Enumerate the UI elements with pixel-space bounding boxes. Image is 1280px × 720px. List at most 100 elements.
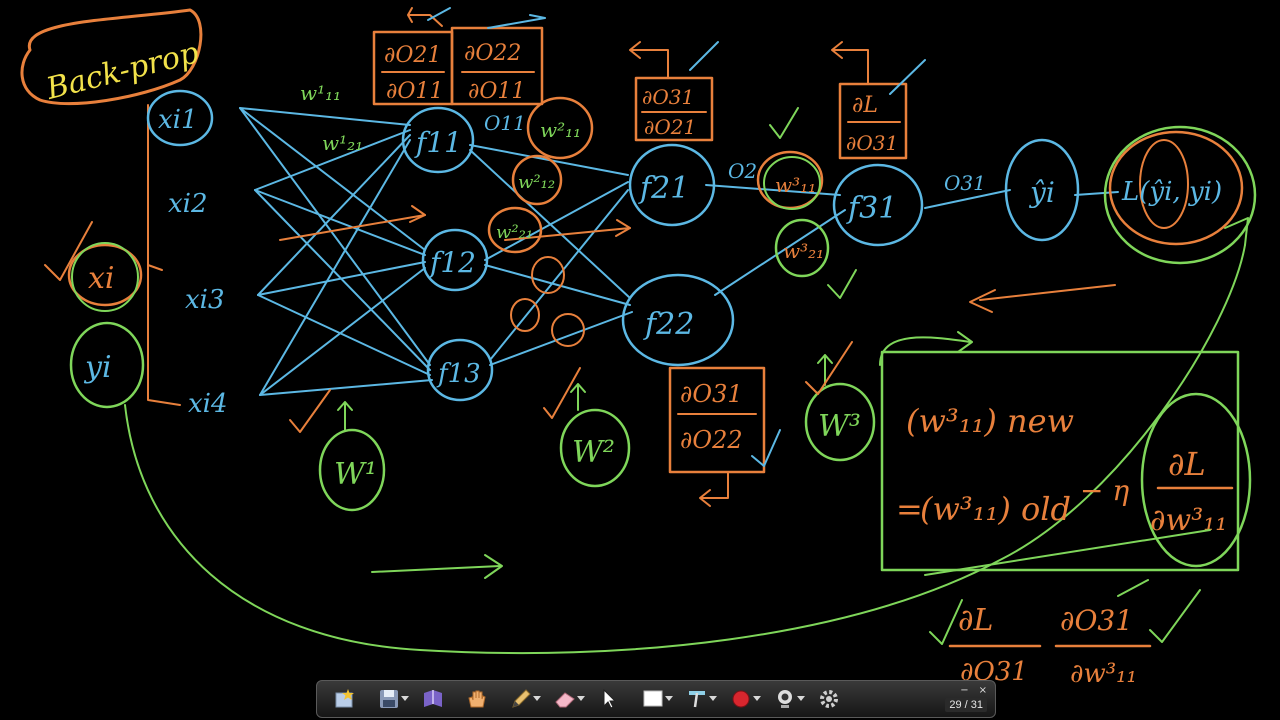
loss-expression: L(ŷi, yi): [1121, 177, 1222, 207]
tool-hand[interactable]: [457, 684, 497, 714]
prediction-node: [1004, 138, 1080, 242]
chain-rule-t1-num: ∂L: [958, 603, 993, 638]
tool-save[interactable]: [369, 684, 409, 714]
sample-x-node: [67, 243, 143, 307]
chain-rule-t2-num: ∂O31: [1060, 604, 1133, 637]
tool-star[interactable]: [325, 684, 365, 714]
forward-arrow-head: [484, 554, 503, 579]
check-mark: [827, 269, 857, 299]
deriv-box-o22-o11: [450, 26, 544, 106]
tool-record[interactable]: [721, 684, 761, 714]
weight-w2-11: w²₁₁: [540, 118, 581, 142]
tool-pointer[interactable]: [589, 684, 629, 714]
tool-screen[interactable]: [633, 684, 673, 714]
check-mark: [1117, 579, 1149, 597]
weight-matrix-W2: [559, 408, 631, 488]
highlighter-icon: [689, 691, 705, 708]
weight-w3-21: w³₂₁: [783, 239, 824, 263]
page-indicator: 29 / 31: [945, 698, 987, 712]
toolbar-status: − × 29 / 31: [945, 681, 987, 717]
tool-highlighter[interactable]: [677, 684, 717, 714]
tool-pen[interactable]: [501, 684, 541, 714]
tool-eraser[interactable]: [545, 684, 585, 714]
sample-x-label: xi: [88, 261, 115, 296]
node-f11: [401, 106, 475, 174]
check-mark: [929, 599, 963, 645]
tool-webcam[interactable]: [765, 684, 805, 714]
gradient-highlight: [1140, 392, 1252, 568]
check-mark: [289, 389, 331, 433]
weight-w3-21-circle: [774, 218, 830, 278]
deriv-o22-den: ∂O22: [680, 426, 743, 454]
up-arrow: [817, 354, 833, 386]
pointer-icon: [603, 688, 617, 709]
node-f13: [426, 338, 494, 402]
forward-arrow: [371, 565, 501, 573]
update-rule-grad-num: ∂L: [1168, 445, 1206, 483]
input-label-xi2: xi2: [168, 189, 208, 219]
deriv-o11-den-2: ∂O11: [468, 79, 525, 104]
prediction-highlight: [1139, 139, 1189, 229]
deriv-o21-den: ∂O21: [644, 115, 696, 139]
input-label-xi4: xi4: [188, 389, 228, 419]
hand-icon: [468, 690, 486, 708]
annotation-toolbar: − × 29 / 31: [316, 680, 996, 718]
check-mark: [44, 221, 93, 281]
link-line: [924, 529, 1211, 576]
output-label-o31: O31: [944, 171, 986, 195]
loss-node-inner: [1108, 130, 1244, 246]
record-icon: [732, 690, 750, 708]
title-badge: [20, 8, 203, 106]
layer1-connections: [239, 107, 433, 396]
weight-w2-21-circle: [487, 206, 543, 254]
weight-w1-11: w¹₁₁: [300, 81, 341, 105]
deriv-box-L-o31: [838, 82, 908, 160]
weight-w1-21: w¹₂₁: [322, 131, 363, 155]
check-mark: [751, 429, 781, 467]
back-arrow: [699, 471, 729, 507]
weight-w2-11-circle: [526, 96, 594, 160]
weight-w2-12: w²₁₂: [518, 172, 555, 193]
pen-icon: [512, 689, 531, 708]
weight-matrix-W1-label: W¹: [334, 457, 377, 492]
deriv-o22-num: ∂O22: [464, 41, 521, 66]
input-label-xi1: xi1: [158, 105, 198, 135]
back-arrow: [407, 7, 443, 27]
prediction-label: ŷi: [1028, 176, 1055, 209]
label-to-loss-curve: [124, 244, 1246, 655]
output-label-o11: O11: [484, 111, 526, 135]
update-rule-minus-eta: − η: [1080, 474, 1129, 507]
weight-matrix-W1: [318, 428, 386, 512]
deriv-box-o31-o21: [634, 76, 714, 142]
node-f21: [628, 143, 716, 227]
weight-circle: [551, 313, 585, 347]
sample-y-label: yi: [83, 350, 112, 385]
check-mark: [487, 14, 546, 29]
check-mark: [427, 7, 451, 21]
deriv-o11-den: ∂O11: [386, 79, 443, 104]
back-arrow: [629, 41, 669, 79]
node-f13-label: f13: [436, 359, 481, 389]
eraser-icon: [555, 692, 575, 708]
weight-matrix-W3: [804, 382, 876, 462]
node-f22: [621, 273, 735, 367]
node-f12-label: f12: [428, 246, 476, 279]
weight-w2-21: w²₂₁: [496, 222, 533, 243]
update-rule-lhs: (w³₁₁) new: [906, 402, 1074, 440]
update-rule-old: (w³₁₁) old: [920, 490, 1071, 528]
save-icon: [380, 690, 398, 708]
minimize-button[interactable]: −: [960, 685, 969, 696]
weight-circle: [510, 298, 540, 332]
tool-settings[interactable]: [809, 684, 849, 714]
tool-book[interactable]: [413, 684, 453, 714]
close-button[interactable]: ×: [978, 685, 987, 696]
weight-matrix-W3-label: W³: [818, 409, 861, 444]
weight-matrix-W2-label: W²: [572, 435, 615, 470]
gear-icon: [820, 690, 838, 708]
box-arrow: [879, 331, 973, 366]
node-f21-label: f21: [638, 171, 689, 206]
deriv-o31-num: ∂O31: [642, 85, 694, 109]
check-mark: [805, 341, 853, 395]
node-f12: [421, 228, 489, 292]
